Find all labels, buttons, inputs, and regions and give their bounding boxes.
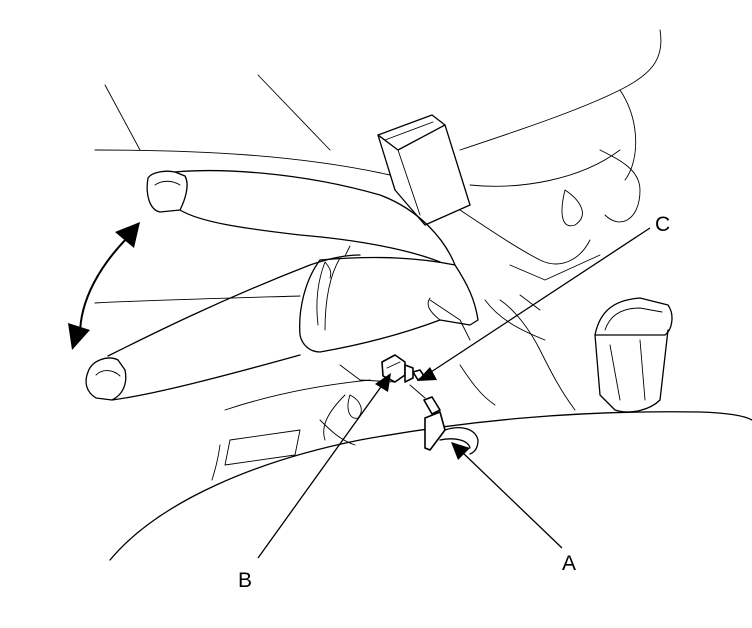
callout-label-b: B [238,569,253,592]
callout-label-c: C [655,213,671,236]
callout-label-a: A [562,552,577,575]
parking-brake-lever-raised [146,169,456,266]
double-headed-curved-arrow-icon [68,222,140,350]
upper-seat-belt-buckle [377,114,471,226]
parking-brake-lever-lowered [85,254,361,401]
console-outline [94,29,752,561]
lower-seat-belt-buckle [594,297,673,413]
callout-b-leader [257,373,391,559]
lever-boot [299,245,479,353]
callout-a-leader [451,442,563,549]
harness-connector [409,384,479,455]
callout-c-leader [417,227,651,381]
